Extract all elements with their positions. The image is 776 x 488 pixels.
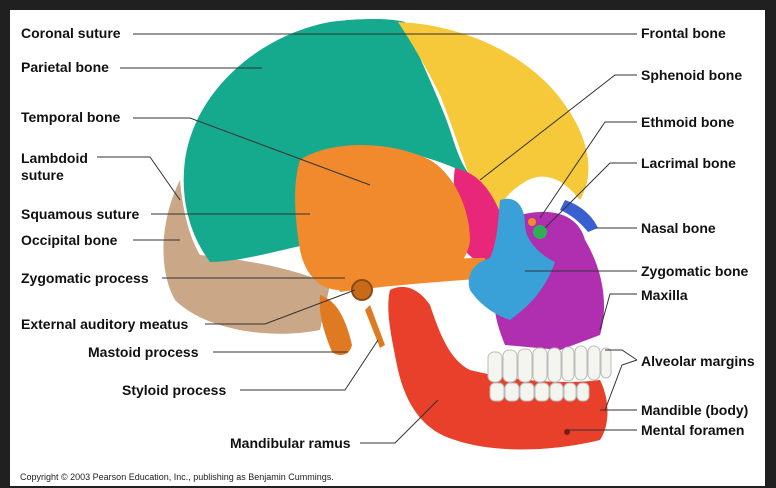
label-mental-foramen: Mental foramen bbox=[641, 422, 745, 438]
label-external-auditory-meatus: External auditory meatus bbox=[21, 316, 189, 332]
ethmoid-bone-shape bbox=[528, 218, 536, 226]
label-coronal-suture: Coronal suture bbox=[21, 25, 121, 41]
label-parietal-bone: Parietal bone bbox=[21, 59, 109, 75]
occipital-bone-shape bbox=[163, 180, 330, 334]
zygomatic-bone-shape bbox=[468, 198, 555, 320]
label-styloid-process: Styloid process bbox=[122, 382, 227, 398]
temporal-bone-shape bbox=[295, 145, 470, 290]
label-frontal-bone: Frontal bone bbox=[641, 25, 726, 41]
frontal-bone-shape bbox=[398, 22, 589, 215]
teeth bbox=[487, 345, 612, 402]
label-lacrimal-bone: Lacrimal bone bbox=[641, 155, 736, 171]
lacrimal-bone-shape bbox=[533, 225, 547, 239]
styloid-process-shape bbox=[365, 305, 385, 348]
nasal-bone-shape bbox=[560, 200, 598, 232]
label-squamous-suture: Squamous suture bbox=[21, 206, 140, 222]
label-mandible-body: Mandible (body) bbox=[641, 402, 749, 418]
label-ethmoid-bone: Ethmoid bone bbox=[641, 114, 735, 130]
label-zygomatic-process: Zygomatic process bbox=[21, 270, 149, 286]
external-auditory-meatus-shape bbox=[351, 279, 373, 301]
label-maxilla: Maxilla bbox=[641, 287, 688, 303]
label-alveolar-margins: Alveolar margins bbox=[641, 353, 755, 369]
copyright-notice: Copyright © 2003 Pearson Education, Inc.… bbox=[20, 472, 334, 482]
label-occipital-bone: Occipital bone bbox=[21, 232, 118, 248]
label-mandibular-ramus: Mandibular ramus bbox=[230, 435, 351, 451]
label-nasal-bone: Nasal bone bbox=[641, 220, 716, 236]
mastoid-process-shape bbox=[319, 295, 352, 356]
label-lambdoid-suture: Lambdoid suture bbox=[21, 150, 88, 183]
label-sphenoid-bone: Sphenoid bone bbox=[641, 67, 743, 83]
label-zygomatic-bone: Zygomatic bone bbox=[641, 263, 749, 279]
label-temporal-bone: Temporal bone bbox=[21, 109, 121, 125]
leader-lines bbox=[97, 33, 638, 444]
parietal-bone-shape bbox=[183, 19, 470, 262]
mandible-shape bbox=[388, 286, 608, 450]
label-mastoid-process: Mastoid process bbox=[88, 344, 199, 360]
